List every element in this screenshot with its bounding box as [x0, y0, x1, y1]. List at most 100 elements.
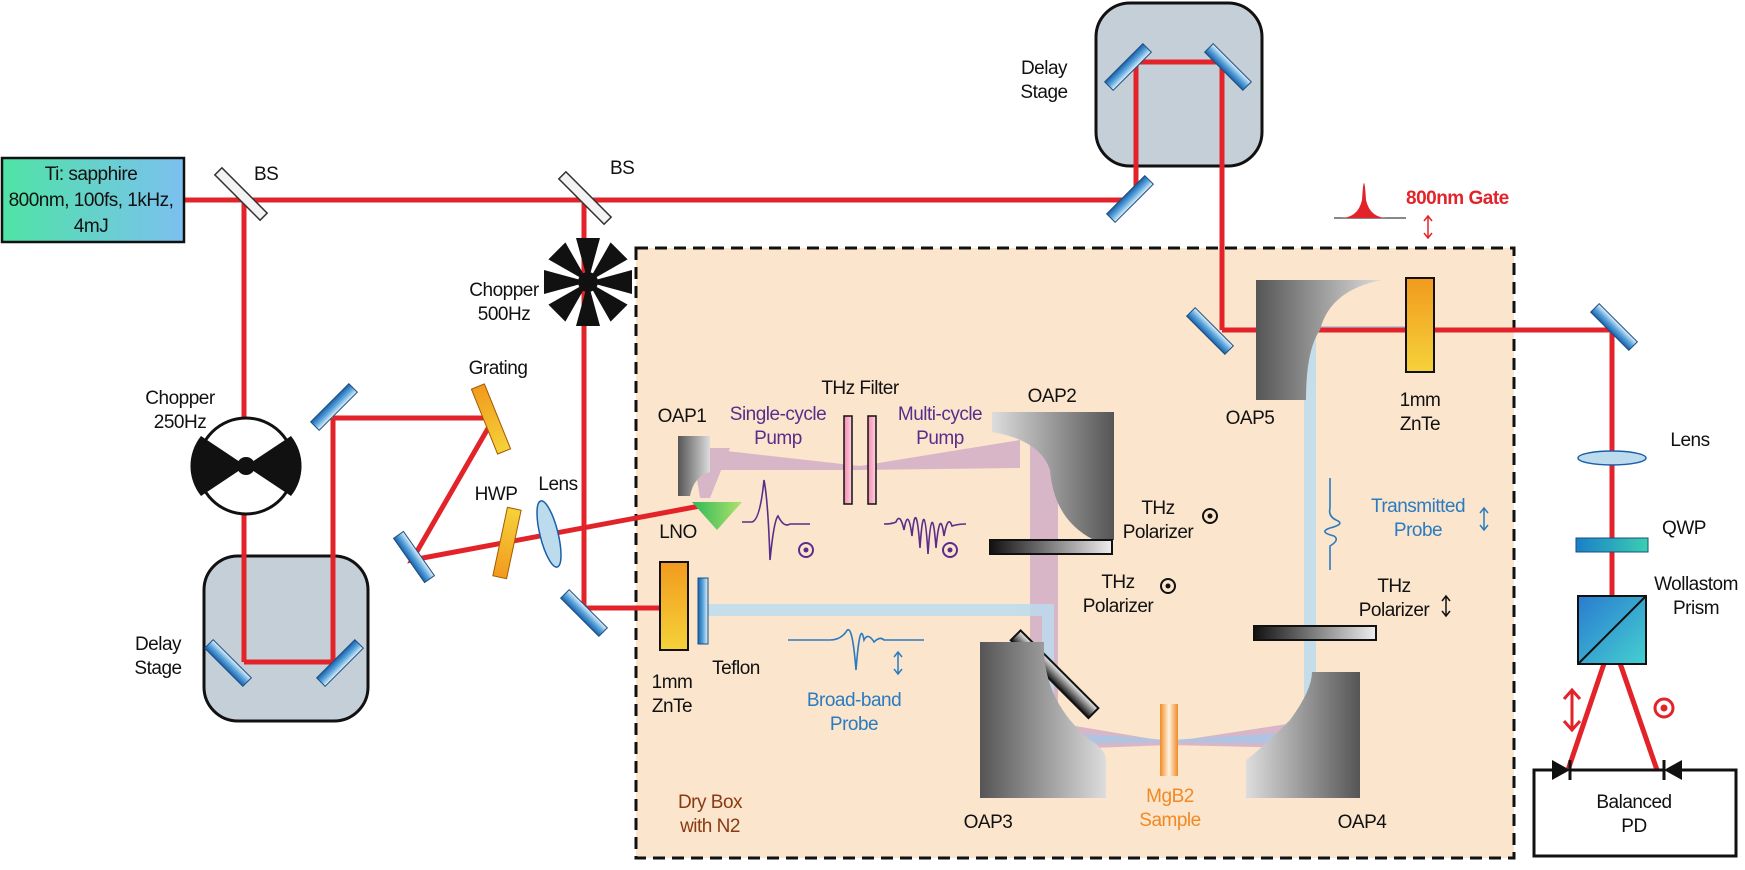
- balanced-pd-label-2: PD: [1621, 816, 1646, 837]
- dry-box-label-2: with N2: [679, 816, 740, 837]
- wollaston-label-1: Wollastom: [1654, 574, 1738, 595]
- thz-filter-label: THz Filter: [821, 378, 900, 399]
- polarization-out-of-plane-icon-3: [1202, 508, 1218, 524]
- znte-left-label-2: ZnTe: [652, 696, 692, 717]
- transmitted-probe-label-1: Transmitted: [1371, 496, 1465, 517]
- mirror-grating-path: [309, 382, 359, 432]
- chopper-500hz: [544, 238, 632, 326]
- polarization-in-plane-arrow-3: [1479, 506, 1489, 532]
- oap5-label: OAP5: [1226, 408, 1275, 429]
- red-polarization-dot-icon: [1653, 697, 1675, 719]
- gate-polarization-arrow: [1423, 214, 1433, 240]
- mirror-delay-left-2: [315, 638, 365, 688]
- single-cycle-label-1: Single-cycle: [730, 404, 826, 425]
- lno-crystal: [692, 502, 742, 530]
- wollaston-label-2: Prism: [1673, 598, 1719, 619]
- qwp-label: QWP: [1662, 518, 1706, 539]
- oap4-mirror: [1246, 672, 1360, 798]
- thz-polarizer-3-label-2: Polarizer: [1359, 600, 1431, 621]
- balanced-pd-label-1: Balanced: [1596, 792, 1671, 813]
- polarization-in-plane-arrow-2: [1441, 594, 1451, 618]
- beam-splitter-2: [557, 170, 613, 226]
- dry-box-label-1: Dry Box: [678, 792, 743, 813]
- delay-stage-left-label-2: Stage: [134, 658, 181, 679]
- mirror-delay-top-1: [1103, 42, 1153, 92]
- wollaston-prism: [1577, 595, 1647, 665]
- lens-left-label: Lens: [538, 474, 577, 495]
- single-cycle-label-2: Pump: [754, 428, 802, 449]
- mgb2-sample: [1160, 704, 1178, 776]
- beam-splitter-1: [213, 166, 269, 222]
- thz-polarizer-2-label-1: THz: [1101, 572, 1134, 593]
- polarization-out-of-plane-icon-4: [1160, 578, 1176, 594]
- steering-mirrors: [203, 42, 1639, 688]
- broadband-probe-waveform: [788, 629, 924, 671]
- delay-stage-left: [202, 554, 370, 723]
- thz-polarizer-3: [1253, 625, 1377, 641]
- single-cycle-waveform: [742, 479, 810, 561]
- teflon-plate: [697, 577, 709, 645]
- bs2-label: BS: [610, 158, 634, 179]
- delay-stage-top-label-2: Stage: [1020, 82, 1067, 103]
- laser-energy: 4mJ: [74, 216, 108, 237]
- polarization-out-of-plane-icon-1: [798, 542, 814, 558]
- polarization-in-plane-arrow: [893, 650, 903, 676]
- thz-filter-plate-1: [843, 415, 853, 505]
- transmitted-probe-waveform: [1324, 478, 1341, 570]
- lens-right: [1577, 450, 1647, 466]
- mirror-delay-top-2: [1203, 42, 1253, 92]
- polarization-out-of-plane-icon-2: [942, 542, 958, 558]
- thz-polarizer-1-label-2: Polarizer: [1123, 522, 1195, 543]
- mirror-gate-path-2: [1185, 306, 1235, 356]
- oap1-label: OAP1: [658, 406, 707, 427]
- thz-filter-plate-2: [867, 415, 877, 505]
- znte-crystal-right: [1405, 277, 1435, 373]
- lens-right-label: Lens: [1670, 430, 1709, 451]
- oap3-mirror: [980, 642, 1106, 798]
- hwp-label: HWP: [475, 484, 518, 505]
- multi-cycle-label-1: Multi-cycle: [898, 404, 982, 425]
- mirror-detection-path: [1589, 302, 1639, 352]
- grating-label: Grating: [469, 358, 528, 379]
- mirror-delay-left-1: [203, 638, 253, 688]
- teflon-label: Teflon: [712, 658, 760, 679]
- quarter-wave-plate: [1575, 537, 1649, 553]
- thz-polarizer-1: [989, 539, 1113, 555]
- znte-right-label-2: ZnTe: [1400, 414, 1440, 435]
- znte-crystal-left: [659, 561, 689, 651]
- multi-cycle-label-2: Pump: [916, 428, 964, 449]
- multi-cycle-waveform: [883, 516, 967, 555]
- red-polarization-arrow: [1562, 687, 1582, 733]
- half-wave-plate: [492, 506, 522, 580]
- lno-label: LNO: [659, 522, 697, 543]
- znte-left-label-1: 1mm: [652, 672, 693, 693]
- thz-polarizer-2-label-2: Polarizer: [1083, 596, 1155, 617]
- laser-source-box: [0, 156, 186, 244]
- gate-pulse-icon: [1334, 183, 1406, 219]
- delay-stage-top-label-1: Delay: [1021, 58, 1068, 79]
- transmitted-probe-label-2: Probe: [1394, 520, 1442, 541]
- laser-name: Ti: sapphire: [45, 164, 138, 185]
- chopper-250hz: [190, 416, 302, 516]
- broadband-probe-label-2: Probe: [830, 714, 878, 735]
- grating: [470, 383, 512, 455]
- mirror-hwp-path: [392, 530, 436, 584]
- oap1-mirror: [678, 436, 710, 496]
- oap4-label: OAP4: [1338, 812, 1388, 833]
- bs1-label: BS: [254, 164, 278, 185]
- mgb2-label-2: Sample: [1139, 810, 1200, 831]
- chopper-250hz-label-2: 250Hz: [154, 412, 206, 433]
- oap2-label: OAP2: [1028, 386, 1077, 407]
- oap5-mirror: [1256, 280, 1382, 400]
- chopper-500hz-label-1: Chopper: [469, 280, 540, 301]
- lens-left: [536, 500, 562, 568]
- chopper-250hz-label-1: Chopper: [145, 388, 216, 409]
- oap3-label: OAP3: [964, 812, 1013, 833]
- thz-polarizer-3-label-1: THz: [1377, 576, 1410, 597]
- laser-specs: 800nm, 100fs, 1kHz,: [9, 190, 174, 211]
- chopper-500hz-label-2: 500Hz: [478, 304, 530, 325]
- znte-right-label-1: 1mm: [1400, 390, 1441, 411]
- mirror-gate-path-1: [1105, 174, 1155, 224]
- mirror-znte-path: [559, 588, 609, 638]
- balanced-photodiode: [1532, 760, 1738, 858]
